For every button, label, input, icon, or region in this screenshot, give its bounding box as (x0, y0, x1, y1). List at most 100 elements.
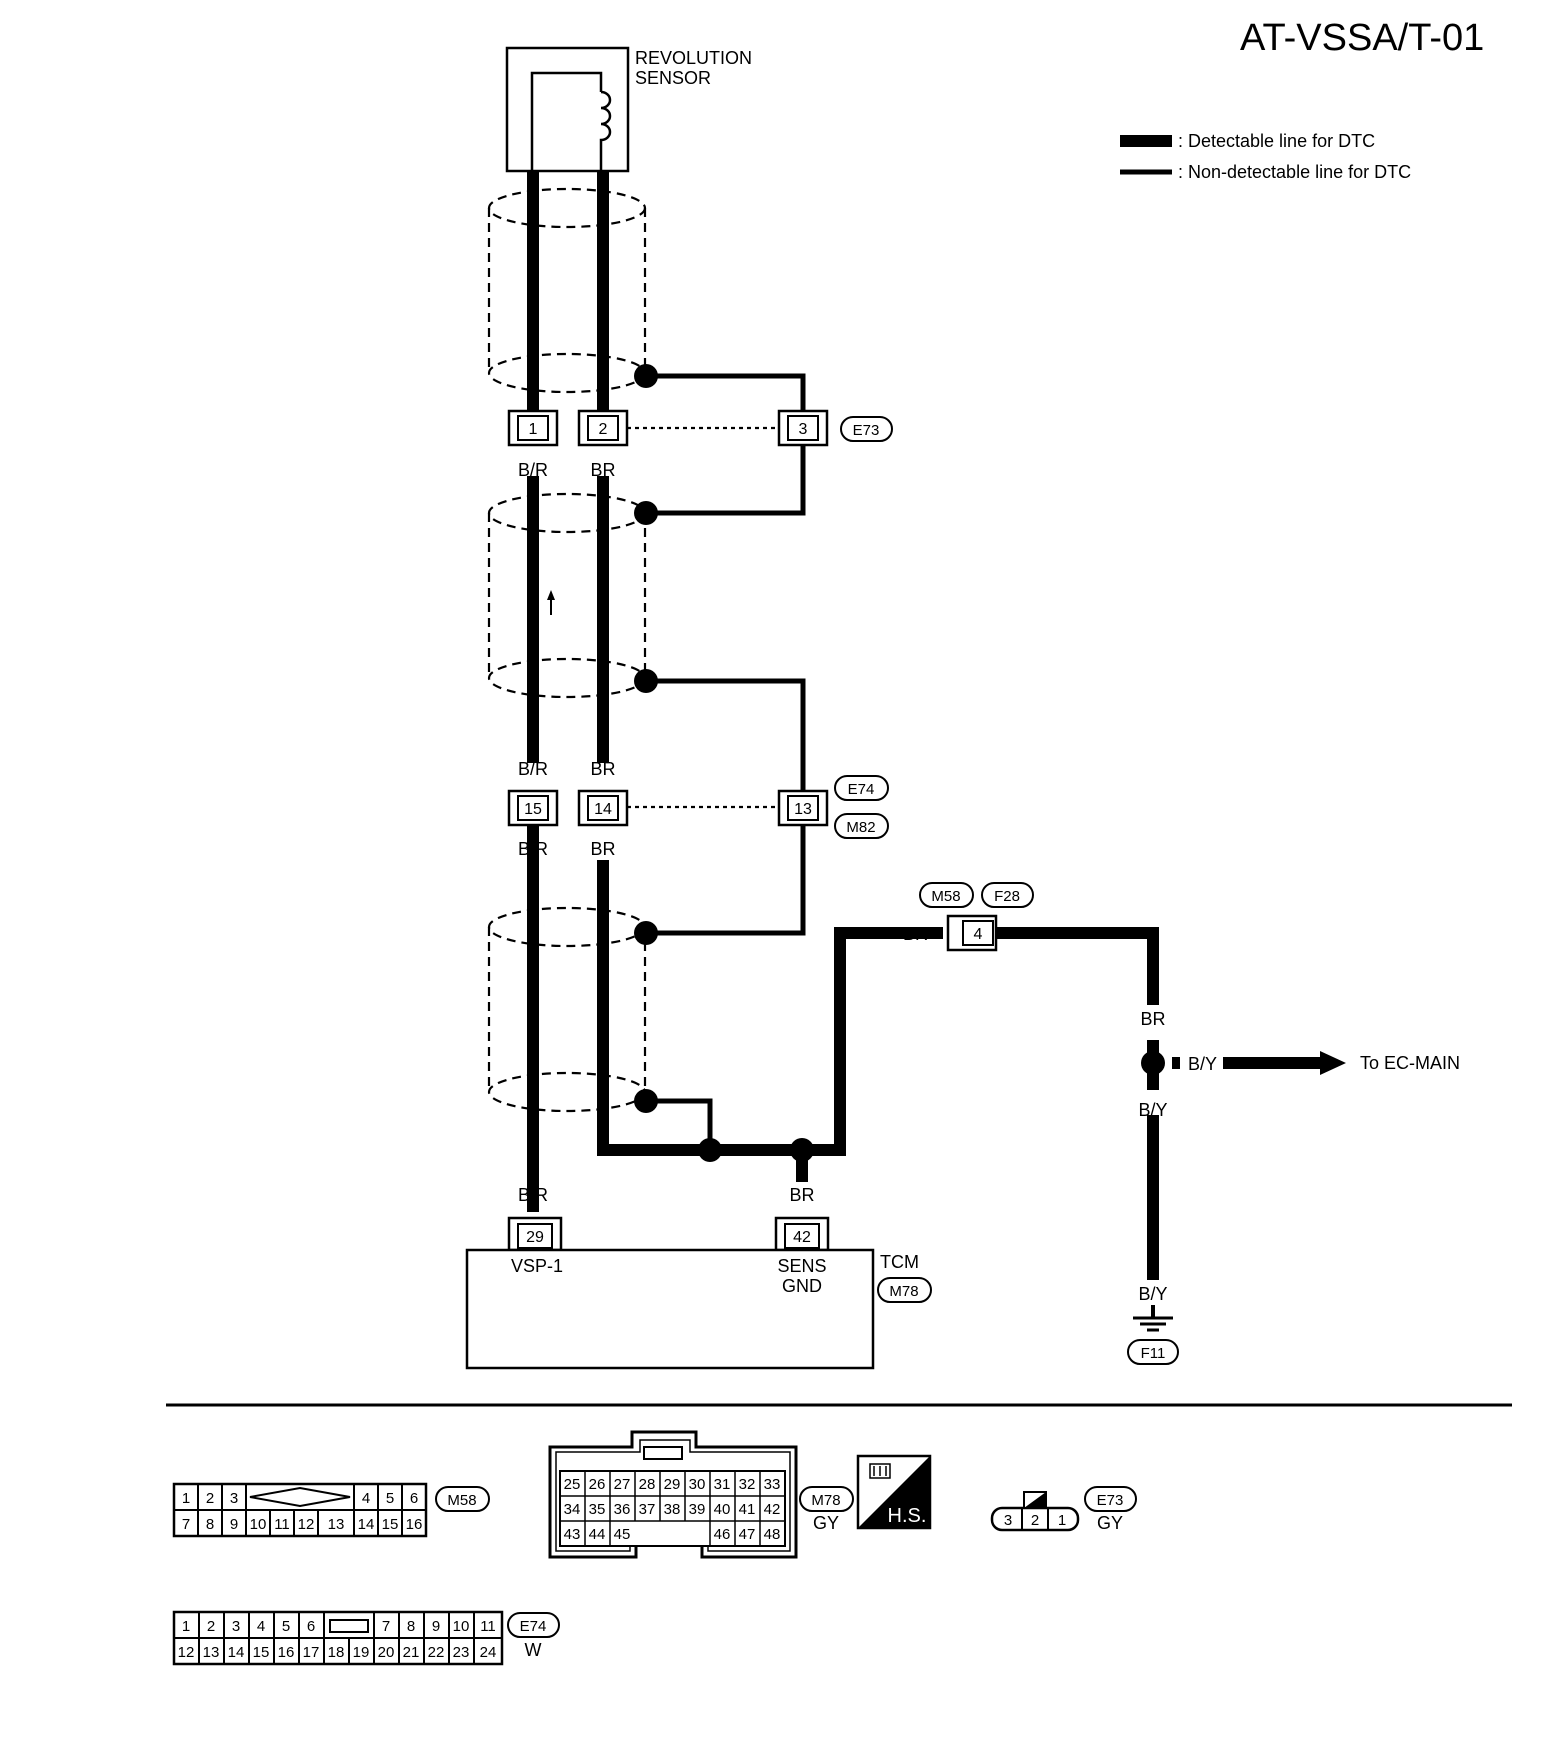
e74-pin-13: 13 (794, 801, 812, 818)
pin-label: 4 (257, 1618, 265, 1635)
tcm-gnd-label: GND (782, 1276, 822, 1296)
pin-label: 29 (664, 1476, 681, 1493)
revolution-sensor: REVOLUTION SENSOR (505, 46, 752, 173)
connector-badge-m82: M82 (846, 819, 875, 836)
pin-label: 9 (230, 1516, 238, 1533)
pin-label: 15 (382, 1516, 399, 1533)
pin-label: 3 (230, 1490, 238, 1507)
pin-label: 36 (614, 1501, 631, 1518)
pin-label: 7 (182, 1516, 190, 1533)
pin-label: 37 (639, 1501, 656, 1518)
pin-label: 32 (739, 1476, 756, 1493)
pin-label: 5 (282, 1618, 290, 1635)
pin-label: 1 (182, 1490, 190, 1507)
pin-label: 3 (1004, 1512, 1012, 1529)
pin-label: 11 (480, 1618, 496, 1635)
pin-label: 16 (406, 1516, 423, 1533)
pin-label: 17 (303, 1644, 320, 1661)
legend-detectable: : Detectable line for DTC (1178, 131, 1375, 151)
pin-label: 3 (232, 1618, 240, 1635)
pin-label: 41 (739, 1501, 756, 1518)
pin-label: 38 (664, 1501, 681, 1518)
pin-label: 12 (178, 1644, 195, 1661)
wire-color-label: B/Y (1188, 1054, 1217, 1074)
pin-label: 33 (764, 1476, 781, 1493)
connector-face-m78: 25 26 27 28 29 30 31 32 33 34 35 36 37 3… (548, 1430, 854, 1559)
connector-color-e73: GY (1097, 1513, 1123, 1533)
connector-face-e74: 1 2 3 4 5 6 7 8 9 10 11 12 13 14 15 16 1… (172, 1610, 560, 1666)
sensor-name-line1: REVOLUTION (635, 48, 752, 68)
shield-lower (487, 906, 647, 1113)
pin-label: 42 (764, 1501, 781, 1518)
e73-pin-1: 1 (529, 421, 538, 438)
pin-label: 47 (739, 1526, 756, 1543)
tcm-name: TCM (880, 1252, 919, 1272)
pin-label: 21 (403, 1644, 420, 1661)
connector-row-e74: 15 14 13 E74 M82 (507, 775, 889, 839)
connector-badge-f11: F11 (1141, 1345, 1166, 1362)
legend-non-detectable: : Non-detectable line for DTC (1178, 162, 1411, 182)
pin-label: 35 (589, 1501, 606, 1518)
wire-color-label: BR (590, 759, 615, 779)
pin-label: 26 (589, 1476, 606, 1493)
to-ec-main-label: To EC-MAIN (1360, 1053, 1460, 1073)
pin-label: 45 (614, 1526, 631, 1543)
wire-color-label: BR (903, 924, 928, 944)
connector-face-m58: 1 2 3 4 5 6 7 8 9 10 11 12 13 14 15 16 M… (172, 1482, 490, 1538)
pin-label: 10 (453, 1618, 470, 1635)
e74-pin-15: 15 (524, 801, 542, 818)
sensor-name-line2: SENSOR (635, 68, 711, 88)
pin-label: 14 (358, 1516, 375, 1533)
shield-upper (487, 187, 647, 394)
pin-label: 1 (182, 1618, 190, 1635)
wire-color-label: B/R (518, 759, 548, 779)
pin-label: 6 (410, 1490, 418, 1507)
connector-badge-e73: E73 (853, 422, 880, 439)
tcm-module: 29 42 VSP-1 SENS GND TCM M78 (465, 1216, 932, 1370)
connector-badge-f28: F28 (994, 888, 1020, 905)
wire-color-label: B/Y (1138, 1284, 1167, 1304)
arrow-up-icon (547, 590, 555, 600)
wire-color-label: B/R (518, 460, 548, 480)
connector-face-label-m58: M58 (447, 1492, 476, 1509)
pin-label: 19 (353, 1644, 370, 1661)
pin-label: 34 (564, 1501, 581, 1518)
harness-side-icon: H.S. (856, 1454, 932, 1530)
pin-label: 2 (207, 1618, 215, 1635)
pin-label: 12 (298, 1516, 315, 1533)
arrow-right-icon (1320, 1051, 1346, 1075)
pin-label: 25 (564, 1476, 581, 1493)
connector-face-label-e73: E73 (1097, 1492, 1124, 1509)
pin-label: 23 (453, 1644, 470, 1661)
pin-label: 13 (203, 1644, 220, 1661)
pin-label: 30 (689, 1476, 706, 1493)
pin-label: 48 (764, 1526, 781, 1543)
connector-face-e73: 3 2 1 E73 GY (990, 1486, 1137, 1533)
wire-color-label: BR (789, 1185, 814, 1205)
connector-face-label-e74: E74 (520, 1618, 547, 1635)
pin-label: 39 (689, 1501, 706, 1518)
pin-label: 40 (714, 1501, 731, 1518)
shield-middle (487, 492, 647, 699)
pin-label: 31 (714, 1476, 731, 1493)
connector-badge-e74: E74 (848, 781, 875, 798)
e73-pin-3: 3 (799, 421, 808, 438)
coil-icon (599, 90, 612, 170)
pin-label: 1 (1058, 1512, 1066, 1529)
pin-label: 16 (278, 1644, 295, 1661)
connector-color-e74: W (525, 1640, 542, 1660)
wire-color-label: BR (590, 839, 615, 859)
tcm-pin-29: 29 (526, 1229, 544, 1246)
pin-label: 2 (206, 1490, 214, 1507)
wire-color-label: BR (590, 460, 615, 480)
m58-pin-4: 4 (974, 926, 983, 943)
wire-color-label: B/R (518, 839, 548, 859)
wire-color-label: BR (1140, 1009, 1165, 1029)
pin-label: 27 (614, 1476, 631, 1493)
pin-label: 5 (386, 1490, 394, 1507)
hs-label: H.S. (888, 1505, 927, 1527)
wire-color-label: B/R (518, 1185, 548, 1205)
legend: : Detectable line for DTC : Non-detectab… (1120, 131, 1411, 182)
tcm-sens-label: SENS (777, 1256, 826, 1276)
wire-color-label: B/Y (1138, 1100, 1167, 1120)
